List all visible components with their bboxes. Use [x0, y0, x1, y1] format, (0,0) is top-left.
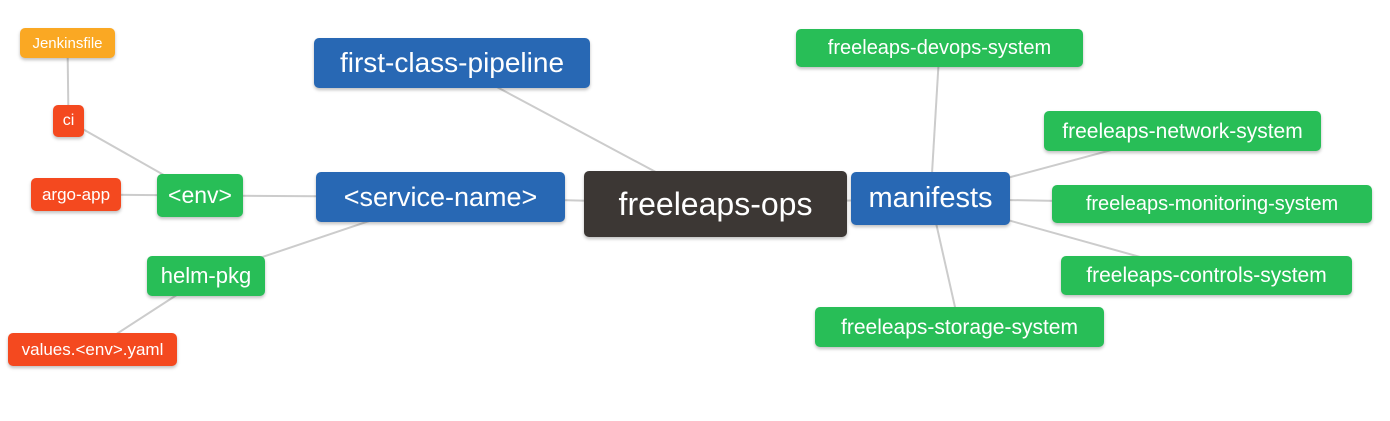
node-freeleaps-storage-system[interactable]: freeleaps-storage-system [815, 307, 1104, 347]
node-jenkinsfile[interactable]: Jenkinsfile [20, 28, 115, 58]
node-ci[interactable]: ci [53, 105, 84, 137]
node-first-class-pipeline[interactable]: first-class-pipeline [314, 38, 590, 88]
node-argo-app[interactable]: argo-app [31, 178, 121, 211]
node-values-env-yaml[interactable]: values.<env>.yaml [8, 333, 177, 366]
node-freeleaps-ops[interactable]: freeleaps-ops [584, 171, 847, 237]
node-freeleaps-devops-system[interactable]: freeleaps-devops-system [796, 29, 1083, 67]
node-freeleaps-controls-system[interactable]: freeleaps-controls-system [1061, 256, 1352, 295]
node-freeleaps-monitoring-system[interactable]: freeleaps-monitoring-system [1052, 185, 1372, 223]
node-service-name[interactable]: <service-name> [316, 172, 565, 222]
node-freeleaps-network-system[interactable]: freeleaps-network-system [1044, 111, 1321, 151]
node-env[interactable]: <env> [157, 174, 243, 217]
node-manifests[interactable]: manifests [851, 172, 1010, 225]
node-helm-pkg[interactable]: helm-pkg [147, 256, 265, 296]
